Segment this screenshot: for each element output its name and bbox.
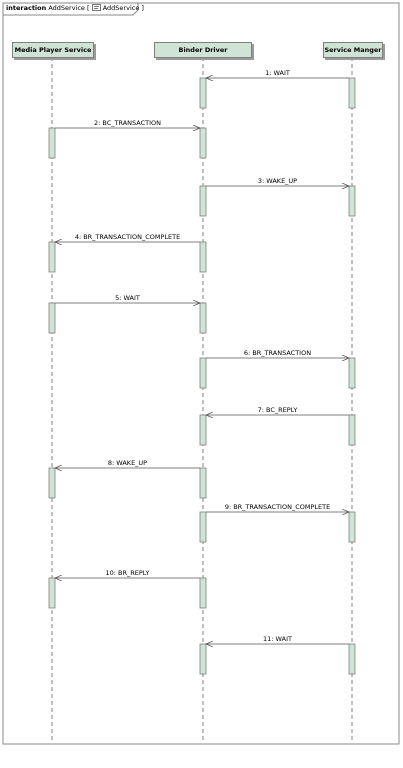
lifelines-layer [51, 57, 353, 740]
lifeline-head-binder-driver[interactable]: Binder Driver [154, 42, 252, 58]
message-label-9: 9: BR_TRANSACTION_COMPLETE [225, 503, 330, 511]
message-label-11: 11: WAIT [263, 635, 292, 643]
activation-bar-bd-7 [199, 414, 207, 446]
activation-bar-mps-5 [48, 302, 56, 334]
activation-bar-bd-4 [199, 241, 207, 273]
activation-bar-bd-3 [199, 185, 207, 217]
activation-bar-sm-7 [348, 414, 356, 446]
interaction-frame [2, 2, 400, 745]
lifeline-head-service-manger[interactable]: Service Manger [323, 42, 383, 58]
message-label-4: 4: BR_TRANSACTION_COMPLETE [75, 233, 180, 241]
activation-bar-bd-9 [199, 511, 207, 543]
activation-bar-mps-10 [48, 577, 56, 609]
message-label-8: 8: WAKE_UP [108, 459, 147, 467]
activation-bar-sm-1 [348, 77, 356, 109]
activation-bar-bd-10 [199, 577, 207, 609]
activation-bar-mps-8 [48, 467, 56, 499]
message-label-5: 5: WAIT [115, 294, 140, 302]
activation-bar-bd-11 [199, 643, 207, 675]
message-label-3: 3: WAKE_UP [258, 177, 297, 185]
frame-name: AddService [48, 4, 85, 12]
message-label-6: 6: BR_TRANSACTION [244, 349, 311, 357]
activation-bar-bd-5 [199, 302, 207, 334]
activation-bar-mps-2 [48, 127, 56, 159]
message-label-2: 2: BC_TRANSACTION [94, 119, 161, 127]
interaction-diagram-icon [91, 4, 101, 11]
activation-bar-bd-6 [199, 357, 207, 389]
frame-ref-close: ] [141, 4, 144, 12]
activation-bar-sm-3 [348, 185, 356, 217]
activation-bar-bd-8 [199, 467, 207, 499]
lifeline-head-media-player-service[interactable]: Media Player Service [12, 42, 94, 58]
activation-bar-bd-2 [199, 127, 207, 159]
frame-title: interaction AddService [ AddService ] [3, 3, 147, 14]
activation-bar-sm-9 [348, 511, 356, 543]
activation-bar-sm-6 [348, 357, 356, 389]
activation-bar-mps-4 [48, 241, 56, 273]
message-label-7: 7: BC_REPLY [258, 406, 298, 414]
frame-ref-open: [ [87, 4, 90, 12]
activation-bar-bd-1 [199, 77, 207, 109]
message-label-10: 10: BR_REPLY [105, 569, 149, 577]
message-label-1: 1: WAIT [265, 69, 290, 77]
activations-layer [48, 77, 356, 675]
frame-keyword: interaction [6, 4, 47, 12]
frame-tab-outline [3, 3, 139, 16]
frame-ref-name: AddService [102, 4, 140, 12]
activation-bar-sm-11 [348, 643, 356, 675]
messages-layer: 1: WAIT 2: BC_TRANSACTION 3: WAKE_UP 4: BR_… [55, 69, 349, 644]
